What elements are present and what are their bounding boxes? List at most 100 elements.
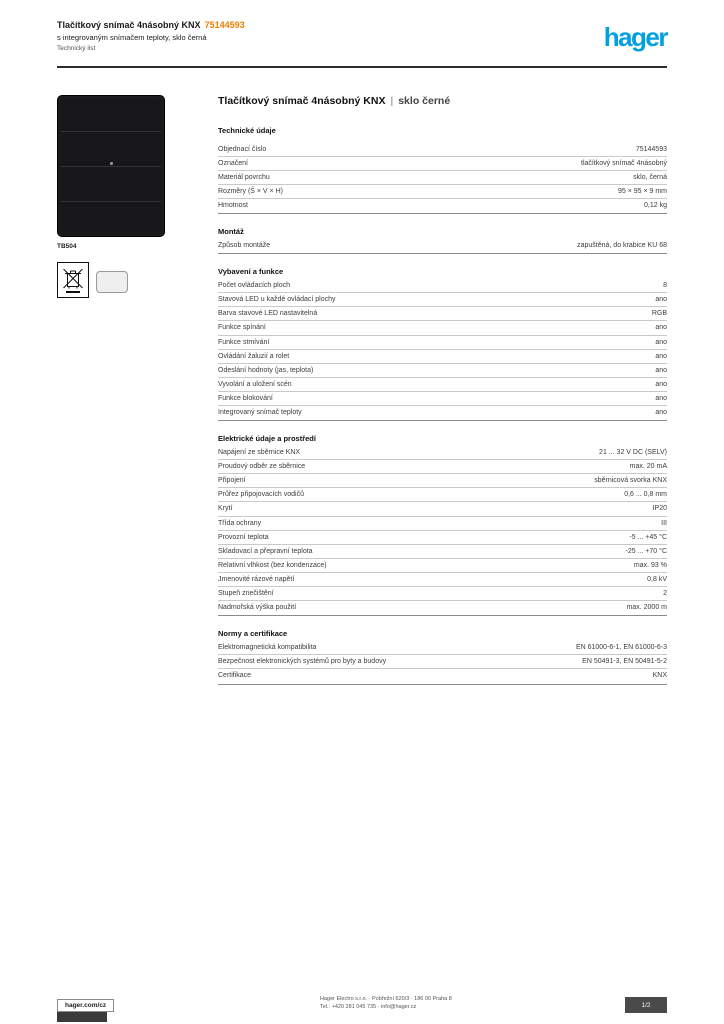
page-number-badge: 1/2	[625, 997, 667, 1013]
left-column: TB504	[57, 95, 187, 298]
spec-row: Napájení ze sběrnice KNX 21 ... 32 V DC (…	[218, 446, 667, 461]
spec-label: Funkce blokování	[218, 394, 273, 402]
footer-company-info: Hager Electro s.r.o. · Pobřežní 620/3 · …	[320, 995, 452, 1012]
spec-value: ano	[655, 380, 667, 388]
spec-value: KNX	[652, 672, 667, 680]
section-header: Montáž	[218, 227, 244, 237]
page-number: 1/2	[641, 1001, 651, 1009]
section-header: Normy a certifikace	[218, 629, 288, 639]
spec-label: Bezpečnost elektronických systémů pro by…	[218, 658, 387, 666]
spec-label: Rozměry (Š × V × H)	[218, 187, 283, 195]
spec-row: Krytí IP20	[218, 502, 667, 517]
spec-label: Hmotnost	[218, 201, 248, 209]
spec-row: Odeslání hodnoty (jas, teplota)ano	[218, 364, 667, 378]
spec-value: ano	[655, 352, 667, 360]
spec-value: sklo, černá	[633, 173, 667, 181]
spec-label: Způsob montáže	[218, 242, 271, 250]
spec-value: III	[661, 519, 667, 527]
spec-value: max. 93 %	[633, 561, 667, 569]
spec-label: Krytí	[218, 505, 233, 513]
spec-label: Elektromagnetická kompatibilita	[218, 644, 317, 652]
spec-label: Jmenovité rázové napětí	[218, 575, 295, 583]
spec-row: Stupeň znečištění 2	[218, 587, 667, 602]
spec-label: Funkce spínání	[218, 324, 266, 332]
spec-value: zapuštěná, do krabice KU 68	[577, 242, 667, 250]
spec-row: Skladovací a přepravní teplota -25 ... +7…	[218, 545, 667, 559]
spec-row: Funkce blokování ano	[218, 392, 667, 406]
spec-label: Třída ochrany	[218, 519, 262, 527]
spec-value: 75144593	[635, 145, 667, 153]
spec-value: 2	[663, 590, 667, 598]
spec-row: Funkce stmívání ano	[218, 336, 667, 350]
spec-value: ano	[655, 324, 667, 332]
spec-value: sběrnicová svorka KNX	[594, 477, 667, 485]
company-line2: Tel.: +420 281 045 735 · info@hager.cz	[320, 1003, 417, 1010]
spec-row: Označení tlačítkový snímač 4násobný	[218, 157, 667, 171]
spec-row: Relativní vlhkost (bez kondenzace)max. 9…	[218, 559, 667, 573]
spec-label: Skladovací a přepravní teplota	[218, 547, 313, 555]
spec-value: max. 20 mA	[629, 463, 667, 471]
product-variant: s integrovaným snímačem teploty, sklo če…	[57, 33, 207, 43]
weee-crossed-out-bin-icon	[57, 262, 89, 298]
spec-label: Funkce stmívání	[218, 338, 270, 346]
spec-label: Odeslání hodnoty (jas, teplota)	[218, 366, 314, 374]
spec-value: RGB	[651, 310, 667, 318]
header-divider	[57, 66, 667, 68]
spec-value: ano	[655, 338, 667, 346]
spec-label: Integrovaný snímač teploty	[218, 409, 302, 416]
spec-value: -25 ... +70 °C	[625, 547, 667, 555]
spec-label: Provozní teplota	[218, 533, 269, 541]
spec-label: Označení	[218, 159, 248, 167]
spec-label: Počet ovládacích ploch	[218, 282, 290, 290]
spec-row: Objednací číslo 75144593	[218, 143, 667, 157]
spec-label: Průřez připojovacích vodičů	[218, 491, 304, 499]
spec-value: tlačítkový snímač 4násobný	[581, 159, 667, 167]
website-text: hager.com/cz	[65, 1002, 107, 1009]
spec-label: Nadmořská výška použití	[218, 604, 297, 612]
title-separator: |	[390, 95, 394, 107]
spec-label: Stupeň znečištění	[218, 590, 274, 598]
status-led-dot	[110, 162, 113, 165]
website-link[interactable]: hager.com/cz	[57, 999, 115, 1012]
spec-label: Certifikace	[218, 672, 252, 680]
page-title: Tlačítkový snímač 4násobný KNX|sklo čern…	[218, 95, 667, 108]
spec-label: Barva stavové LED nastavitelná	[218, 310, 318, 318]
document-type: Technický list	[57, 44, 96, 52]
panel-segment-divider	[61, 201, 161, 202]
spec-label: Materiál povrchu	[218, 173, 270, 181]
packaging-icon	[96, 271, 128, 293]
spec-row: Certifikace KNX	[218, 669, 667, 682]
title-main: Tlačítkový snímač 4násobný KNX	[218, 95, 386, 107]
image-caption: TB504	[57, 243, 77, 250]
spec-label: Napájení ze sběrnice KNX	[218, 449, 301, 457]
section-heading: Technické údaje	[218, 125, 276, 135]
spec-value: 21 ... 32 V DC (SELV)	[599, 449, 667, 457]
spec-row: Barva stavové LED nastavitelná RGB	[218, 307, 667, 322]
spec-row: Provozní teplota -5 ... +45 °C	[218, 531, 667, 545]
main-content: Tlačítkový snímač 4násobný KNX|sklo čern…	[218, 95, 667, 692]
spec-value: EN 50491-3, EN 50491-5-2	[582, 658, 667, 666]
product-photo	[57, 95, 165, 237]
spec-row: Rozměry (Š × V × H)95 × 95 × 9 mm	[218, 185, 667, 199]
spec-label: Objednací číslo	[218, 145, 267, 153]
footer-left-bar	[57, 1009, 107, 1022]
section-header: Elektrické údaje a prostředí	[218, 434, 316, 444]
product-reference: 75144593	[204, 20, 245, 30]
spec-row: Materiál povrchu sklo, černá	[218, 171, 667, 185]
spec-value: IP20	[652, 505, 667, 513]
spec-label: Proudový odběr ze sběrnice	[218, 463, 306, 471]
panel-segment-divider	[61, 166, 161, 167]
spec-value: ano	[655, 394, 667, 402]
spec-value: -5 ... +45 °C	[629, 533, 667, 541]
